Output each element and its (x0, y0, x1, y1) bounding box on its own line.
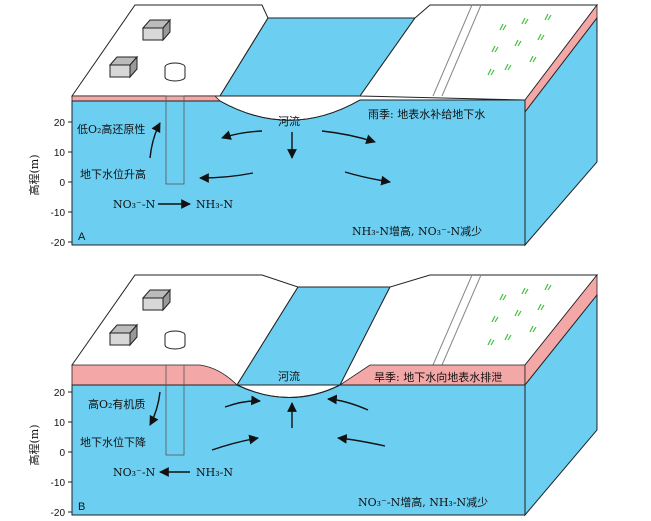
soil-strip-left-a (71, 95, 221, 102)
soil-strip-left-b (71, 364, 238, 386)
right-bank-surface-a (359, 4, 599, 101)
reaction-to: NH₃-N (196, 198, 233, 211)
axis-label: 高程(m) (27, 424, 41, 465)
right-face-a (524, 16, 598, 247)
axis-b: 20 10 0 -10 -20 高程(m) (27, 385, 73, 519)
season-label: 旱季: 地下水向地表水排泄 (374, 370, 502, 384)
well-top-icon (164, 330, 186, 350)
reducing-label: 低O₂高还原性 (77, 122, 145, 136)
river-bed-a (219, 99, 361, 121)
panel-a: 20 10 0 -10 -20 高程(m) A 河流 雨季: 地表水补给地下水 … (27, 3, 599, 249)
right-face-b (524, 293, 598, 517)
river-bed-b (236, 384, 341, 398)
house-icon (108, 55, 139, 79)
reaction-from: NO₃⁻-N (113, 198, 156, 211)
tick-label: -10 (51, 208, 66, 219)
tick-label: 20 (54, 388, 66, 399)
result-label: NH₃-N增高, NO₃⁻-N减少 (352, 224, 482, 238)
tick-label: 20 (54, 118, 66, 129)
result-label: NO₃⁻-N增高, NH₃-N减少 (358, 495, 488, 509)
axis-a: 20 10 0 -10 -20 高程(m) (27, 101, 73, 249)
tick-label: -10 (51, 478, 66, 489)
house-icon (141, 18, 172, 42)
well-b (165, 364, 185, 456)
water-table-label: 地下水位升高 (80, 167, 146, 181)
panel-letter: B (78, 501, 85, 513)
river-label: 河流 (278, 369, 300, 383)
tick-label: -20 (51, 238, 66, 249)
well-a (165, 95, 185, 185)
season-label: 雨季: 地表水补给地下水 (368, 107, 485, 121)
road-a (432, 4, 482, 97)
water-table-label: 地下水位下降 (80, 435, 146, 449)
panel-b: 20 10 0 -10 -20 高程(m) B 河流 旱季: 地下水向地表水排泄… (27, 273, 599, 519)
road-b (432, 274, 482, 366)
axis-label: 高程(m) (27, 154, 41, 195)
flow-arrows-b (149, 391, 386, 477)
grass-icon (487, 13, 552, 76)
house-icon (141, 288, 172, 312)
house-icon (108, 323, 139, 347)
well-top-icon (164, 62, 186, 82)
grass-icon (487, 283, 552, 346)
tick-label: -20 (51, 508, 66, 519)
tick-label: 0 (59, 178, 65, 189)
organic-label: 高O₂有机质 (88, 397, 145, 411)
reaction-from: NO₃⁻-N (113, 466, 156, 479)
panel-letter: A (78, 231, 86, 243)
flow-arrows-a (149, 122, 391, 209)
tick-label: 0 (59, 448, 65, 459)
river-label: 河流 (278, 114, 300, 128)
tick-label: 10 (54, 148, 66, 159)
tick-label: 10 (54, 418, 66, 429)
reaction-to: NH₃-N (196, 466, 233, 479)
